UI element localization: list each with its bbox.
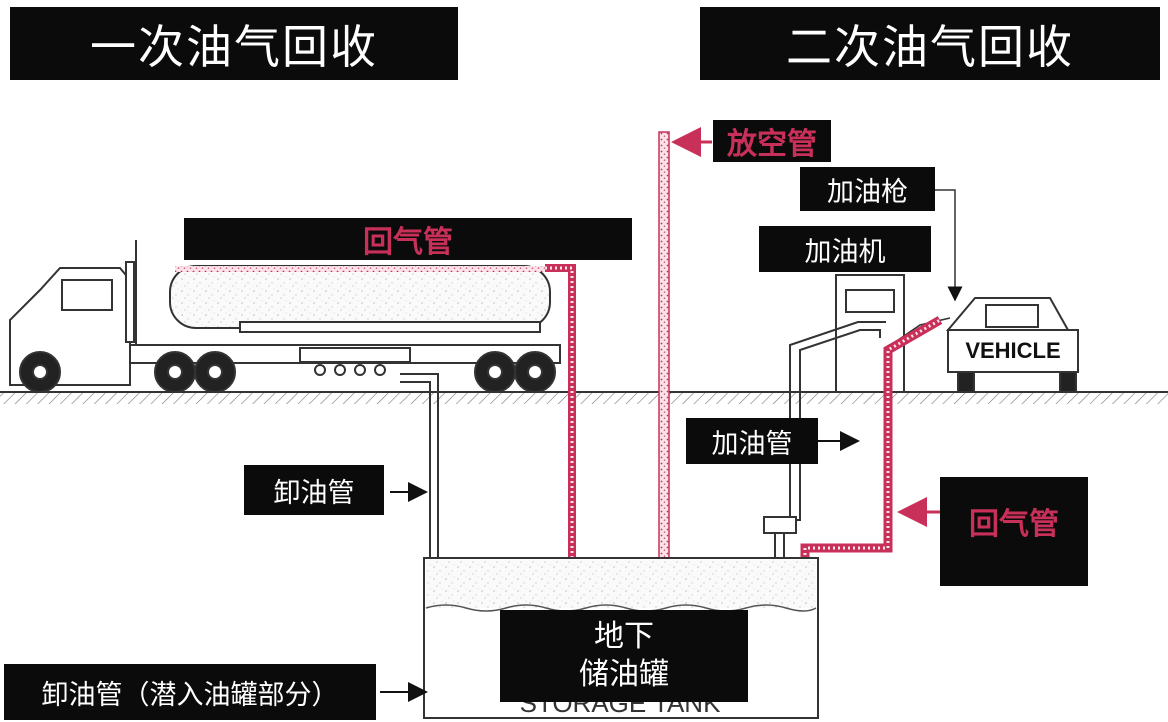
vehicle-text: VEHICLE — [965, 338, 1060, 363]
vehicle — [945, 297, 1079, 393]
vent-pipe-label: 放空管 — [713, 120, 831, 162]
truck-vapor-return-label: 回气管 — [184, 218, 632, 260]
tank-label-line1: 地下 — [594, 619, 654, 654]
fuel-dispenser — [835, 274, 905, 393]
label-arrows — [380, 127, 940, 702]
nozzle-label: 加油枪 — [800, 167, 935, 211]
secondary-recovery-title: 二次油气回收 — [700, 7, 1160, 80]
lower-vapor-return-pipe — [800, 316, 943, 570]
fuel-pipe-label: 加油管 — [686, 418, 818, 464]
vent-pipe — [658, 131, 670, 563]
vapor-return-lower-label: 回气管 — [940, 477, 1088, 586]
tank-label-line2: 储油罐 — [579, 657, 669, 692]
dispenser-label: 加油机 — [759, 226, 931, 272]
primary-recovery-title: 一次油气回收 — [10, 7, 458, 80]
unload-pipe-submerged-label: 卸油管（潜入油罐部分） — [4, 664, 376, 720]
tanker-truck — [9, 240, 561, 393]
unload-pipe-label: 卸油管 — [244, 465, 384, 515]
truck-vapor-return-pipe — [545, 264, 576, 578]
ground — [0, 391, 1168, 404]
underground-tank-label: 地下 储油罐 — [500, 610, 748, 702]
